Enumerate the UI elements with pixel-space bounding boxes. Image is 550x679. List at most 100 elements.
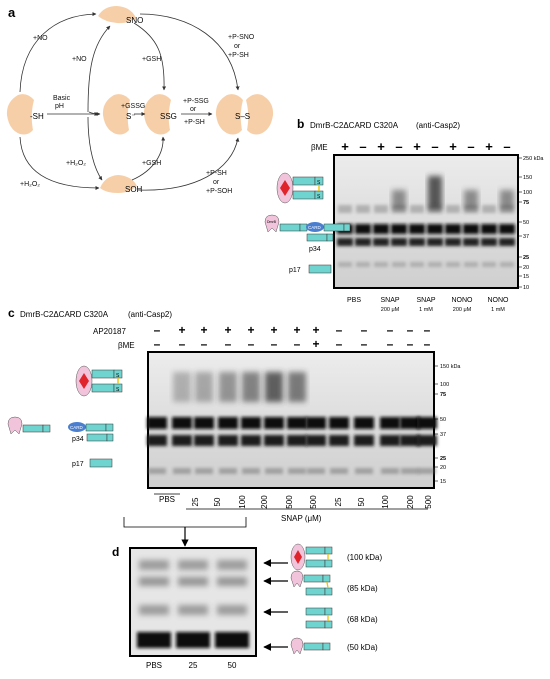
label-gssg: +GSSG: [121, 103, 145, 110]
label-psoh-2: +P-SOH: [206, 188, 232, 195]
panel-d-schematic-85kda: (85 kDa): [290, 570, 378, 596]
mw-marker: 50: [440, 417, 446, 423]
ap-sign: +: [312, 323, 319, 337]
bme-sign: +: [312, 337, 319, 351]
ap-sign: –: [424, 323, 431, 337]
scheme-arrows: [19, 12, 240, 191]
lane-label: 100: [381, 495, 390, 509]
lane-label: 50: [213, 497, 222, 506]
blot-lane: [409, 205, 425, 267]
group-name: SNAP: [380, 297, 399, 304]
ap-sign: –: [336, 323, 343, 337]
lane-label: PBS: [146, 661, 162, 670]
scheme-labels: +NO +NO Basic pH +GSH +GSSG +H₂O₂ +GSH +…: [20, 34, 255, 195]
snap-axis-label: SNAP (μM): [281, 514, 322, 523]
bme-sign: –: [467, 139, 474, 154]
ap-sign: –: [387, 323, 394, 337]
panel-c-signs: –+++++++––––––––––––+–––––: [154, 323, 431, 351]
size-50: (50 kDa): [347, 643, 378, 652]
lane-label: 500: [309, 495, 318, 509]
blot-lane: [176, 560, 210, 648]
enzyme-sminus: S⁻: [102, 94, 136, 135]
blot-lane: [287, 372, 307, 474]
blot-lane: [417, 417, 437, 474]
lane-label: 50: [357, 497, 366, 506]
blot-lane: [391, 190, 407, 267]
label-h2o2-low: +H₂O₂: [20, 181, 40, 188]
bme-sign: –: [431, 139, 438, 154]
group-name: SNAP: [416, 297, 435, 304]
bme-sign: +: [485, 139, 493, 154]
blot-lane: [499, 190, 515, 267]
blot-lane: [481, 205, 497, 267]
bme-sign: –: [424, 337, 431, 351]
blot-lane: [354, 417, 374, 474]
panel-b-schematic-dimer: S S: [276, 172, 324, 204]
p17-label: p17: [72, 461, 84, 468]
mw-marker: 37: [440, 432, 446, 438]
bme-sign: +: [413, 139, 421, 154]
state-ssg: SSG: [160, 112, 177, 121]
mw-marker: 50: [523, 220, 529, 226]
lane-label: 500: [424, 495, 433, 509]
state-sh: -SH: [30, 112, 44, 121]
mw-marker: 10: [523, 285, 529, 291]
panel-c-schematic-p17: p17: [72, 458, 113, 468]
ap-sign: –: [361, 323, 368, 337]
p17-label: p17: [289, 267, 301, 274]
bme-sign: –: [361, 337, 368, 351]
blot-lane: [427, 176, 443, 267]
panel-d-schematic-100kda: (100 kDa): [290, 543, 382, 571]
s-label: S: [317, 194, 321, 200]
blot-lane: [463, 190, 479, 267]
ap-sign: –: [154, 323, 161, 337]
bme-sign: +: [377, 139, 385, 154]
label-gsh-top: +GSH: [142, 56, 161, 63]
mw-marker: 150: [523, 175, 532, 181]
bme-sign: –: [294, 337, 301, 351]
panel-b-blot: [333, 154, 519, 289]
enzyme-sh: -SH: [6, 94, 44, 135]
ap-sign: –: [407, 323, 414, 337]
mw-marker: 100: [440, 382, 449, 388]
panel-c-schematic-p34: p34: [72, 433, 114, 443]
lane-label: 50: [228, 661, 237, 670]
panel-b-schematic-p17: p17: [289, 264, 332, 274]
size-85: (85 kDa): [347, 584, 378, 593]
blot-lane: [373, 205, 389, 267]
enzyme-dimer: S–S: [215, 94, 274, 135]
bme-sign: +: [341, 139, 349, 154]
lane-label: 200: [260, 495, 269, 509]
size-100: (100 kDa): [347, 553, 382, 562]
panel-c-blot: [147, 351, 437, 489]
blot-lane: [445, 205, 461, 267]
lane-label: 100: [238, 495, 247, 509]
bme-sign: –: [248, 337, 255, 351]
bme-sign: –: [387, 337, 394, 351]
panel-b-antibody: (anti-Casp2): [416, 121, 460, 130]
panel-label-a: a: [8, 5, 16, 20]
label-pssg-1: +P-SSG: [183, 98, 209, 105]
label-ph: pH: [55, 103, 64, 110]
panel-b-bme-label: βME: [311, 143, 328, 152]
panel-b-bme-signs: +–+–+–+–+–: [341, 139, 510, 154]
lane-label: 25: [189, 661, 198, 670]
blot-lane: [306, 417, 326, 474]
panel-d-schematic-68kda: (68 kDa): [305, 607, 378, 629]
ap-sign: +: [178, 323, 185, 337]
blot-lane: [137, 560, 171, 648]
panel-d-schematic-50kda: (50 kDa): [290, 637, 378, 655]
mw-marker: 25: [440, 456, 446, 462]
label-psoh-or: or: [213, 179, 220, 186]
state-soh: SOH: [125, 185, 143, 194]
bme-sign: –: [179, 337, 186, 351]
ap-sign: +: [247, 323, 254, 337]
group-dose: 200 μM: [453, 307, 472, 313]
blot-lane: [241, 372, 261, 474]
bme-sign: –: [395, 139, 402, 154]
group-name: PBS: [347, 297, 361, 304]
mw-marker: 20: [440, 465, 446, 471]
label-h2o2-mid: +H₂O₂: [66, 160, 86, 167]
ap-sign: +: [224, 323, 231, 337]
